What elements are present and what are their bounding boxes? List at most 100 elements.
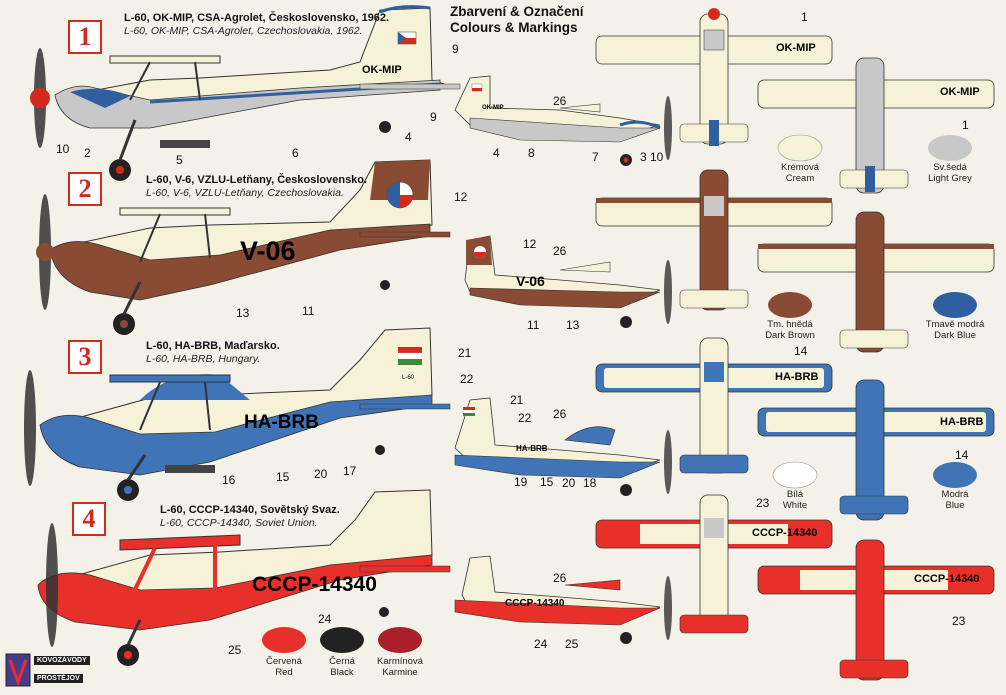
sheet-title-cz: Zbarvení & Označení (450, 4, 584, 19)
badge-number: 3 (78, 342, 92, 371)
callout-4: 4 (405, 130, 412, 144)
badge-number: 1 (78, 22, 92, 51)
swatch-white (772, 461, 818, 489)
callout-21: 21 (510, 393, 524, 407)
scheme3-top-view (595, 337, 833, 474)
scheme3-fuselage-registration: HA-BRB (244, 412, 319, 433)
badge-scheme-2: 2 (68, 172, 102, 206)
swatch-karmine (378, 627, 422, 653)
scheme4-side-view (37, 489, 451, 666)
scheme4-fuselage-registration: CCCP-14340 (252, 573, 377, 596)
scheme1-wing-registration: OK-MIP (776, 42, 816, 54)
callout-8: 8 (528, 146, 535, 160)
scheme1-caption-en: L-60, OK-MIP, CSA-Agrolet, Czechoslovaki… (124, 25, 363, 37)
colour-swatches (262, 134, 977, 653)
swatch-light-grey (928, 135, 972, 161)
scheme3-side-view (24, 327, 451, 501)
callout-26: 26 (553, 571, 567, 585)
badge-number: 2 (78, 174, 92, 203)
callout-7: 7 (592, 150, 599, 164)
scheme3-tail-type: L-60 (402, 375, 415, 381)
callout-14: 14 (955, 448, 969, 462)
kovozavody-logo: KOVOZÁVODY PROSTĚJOV (4, 652, 90, 692)
badge-scheme-1: 1 (68, 20, 102, 54)
callout-22: 22 (460, 372, 474, 386)
callout-22: 22 (518, 411, 532, 425)
callout-12: 12 (454, 190, 468, 204)
callout-15: 15 (276, 470, 290, 484)
callout-1: 1 (962, 118, 969, 132)
callout-26: 26 (553, 244, 567, 258)
sheet-title-en: Colours & Markings (450, 20, 578, 35)
callout-6: 6 (292, 146, 299, 160)
callout-11: 11 (302, 304, 315, 318)
callout-18: 18 (583, 476, 597, 490)
logo-line1: KOVOZÁVODY (34, 656, 90, 665)
callout-11: 11 (527, 318, 540, 332)
swatch-dark-brown (768, 292, 812, 318)
badge-number: 4 (82, 504, 96, 533)
scheme2-side-view (36, 159, 451, 335)
scheme2-caption-en: L-60, V-6, VZLU-Letňany, Czechoslovakia. (146, 187, 344, 199)
scheme4-top-view (595, 494, 833, 634)
callout-25: 25 (228, 643, 242, 657)
scheme2-fuselage-registration: V-06 (240, 236, 296, 266)
scheme3-underwing-registration: HA-BRB (940, 416, 984, 428)
callout-25: 25 (565, 637, 579, 651)
callout-10: 10 (56, 142, 70, 156)
logo-line2: PROSTĚJOV (34, 674, 83, 683)
logo-emblem-icon (5, 653, 31, 687)
callout-24: 24 (534, 637, 548, 651)
scheme3-caption-cz: L-60, HA-BRB, Maďarsko. (146, 340, 280, 352)
scheme1-small-side (454, 75, 672, 166)
scheme1-bottom-view (757, 57, 995, 194)
scheme4-underwing-registration: CCCP-14340 (914, 573, 980, 585)
swatch-dark-blue (933, 292, 977, 318)
callout-9: 9 (452, 42, 459, 56)
callout-23: 23 (952, 614, 966, 628)
scheme4-caption-en: L-60, CCCP-14340, Soviet Union. (160, 517, 318, 529)
callout-15: 15 (540, 475, 554, 489)
callout-24: 24 (318, 612, 332, 626)
scheme1-underwing-registration: OK-MIP (940, 86, 980, 98)
scheme2-bottom-view (757, 211, 995, 353)
callout-12: 12 (523, 237, 537, 251)
callout-20: 20 (314, 467, 328, 481)
callout-4: 4 (493, 146, 500, 160)
scheme2-small-side (464, 235, 672, 328)
callout-9: 9 (430, 110, 437, 124)
scheme1-small-registration: OK-MIP (482, 105, 504, 111)
badge-scheme-3: 3 (68, 340, 102, 374)
scheme4-wing-registration: CCCP-14340 (752, 527, 818, 539)
callout-13: 13 (566, 318, 580, 332)
scheme3-small-side (454, 397, 672, 496)
swatch-cream (777, 134, 823, 162)
callout-3: 3 (640, 150, 647, 164)
scheme1-caption-cz: L-60, OK-MIP, CSA-Agrolet, Československ… (124, 12, 390, 24)
callout-20: 20 (562, 476, 576, 490)
scheme1-side-view (30, 5, 461, 181)
scheme4-small-registration: CCCP-14340 (505, 598, 565, 609)
callout-10: 10 (650, 150, 664, 164)
callout-21: 21 (458, 346, 472, 360)
scheme2-small-registration: V-06 (516, 273, 545, 289)
scheme4-caption-cz: L-60, CCCP-14340, Sovětský Svaz. (160, 504, 340, 516)
scheme4-small-side (454, 555, 672, 644)
callout-13: 13 (236, 306, 250, 320)
swatch-blue (933, 462, 977, 488)
callout-23: 23 (756, 496, 770, 510)
callout-17: 17 (343, 464, 357, 478)
scheme2-caption-cz: L-60, V-6, VZLU-Letňany, Československo. (146, 174, 368, 186)
callout-14: 14 (794, 344, 808, 358)
callout-26: 26 (553, 94, 567, 108)
scheme1-top-view (595, 8, 833, 146)
